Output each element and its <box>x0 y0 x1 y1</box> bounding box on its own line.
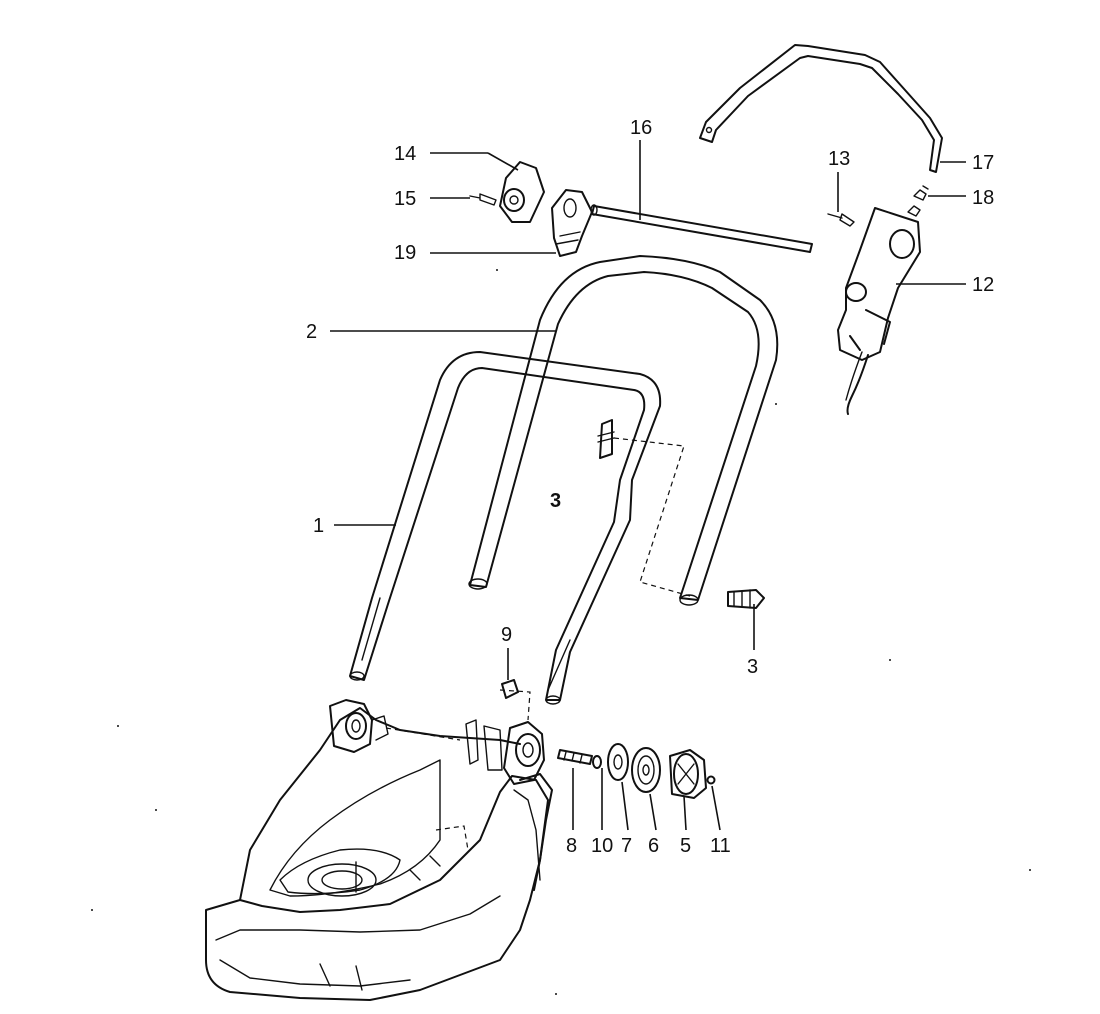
part-14-hinge-knob <box>499 161 545 223</box>
callout-17: 17 <box>972 152 994 174</box>
part-5-hub-cap <box>669 749 707 799</box>
part-11-screw <box>706 775 716 785</box>
callout-18: 18 <box>972 187 994 209</box>
part-7-disc <box>607 743 629 781</box>
callout-6: 6 <box>648 835 659 857</box>
left-axle-mount <box>329 699 389 753</box>
part-1-lower-handle <box>349 351 662 705</box>
callout-14: 14 <box>394 143 416 165</box>
part-2-upper-handle <box>468 255 779 606</box>
callout-labels: 14 15 19 16 13 17 18 12 2 1 3 3 9 8 10 7… <box>306 117 994 857</box>
right-axle-mount <box>465 719 545 785</box>
leader-lines <box>330 140 966 831</box>
callout-12: 12 <box>972 274 994 296</box>
scan-speckles <box>91 269 1031 995</box>
part-10-washer <box>592 755 602 769</box>
part-19-lever-bracket <box>551 189 593 257</box>
callout-1: 1 <box>313 515 324 537</box>
callout-15: 15 <box>394 188 416 210</box>
part-3-bolt-upper <box>597 419 691 597</box>
part-18-clip <box>913 185 929 201</box>
part-17-bail-handle <box>699 44 943 173</box>
callout-10: 10 <box>591 835 613 857</box>
part-16-rod <box>590 204 813 253</box>
part-8-pin <box>557 749 593 765</box>
callout-9: 9 <box>501 624 512 646</box>
part-13-screw <box>827 213 855 227</box>
callout-19: 19 <box>394 242 416 264</box>
callout-11: 11 <box>710 835 731 857</box>
part-9-plug <box>501 679 519 699</box>
part-3-bolt-lower <box>727 589 765 609</box>
part-12-switch-box <box>837 205 921 415</box>
callout-7: 7 <box>621 835 632 857</box>
axle-path <box>385 689 531 741</box>
part-15-screw <box>469 193 497 206</box>
part-6-bearing <box>631 747 661 793</box>
mower-deck <box>205 707 553 1001</box>
callout-13: 13 <box>828 148 850 170</box>
callout-5: 5 <box>680 835 691 857</box>
callout-8: 8 <box>566 835 577 857</box>
callout-3-screw: 3 <box>747 656 758 678</box>
callout-3-center: 3 <box>550 490 561 512</box>
callout-2: 2 <box>306 321 317 343</box>
callout-16: 16 <box>630 117 652 139</box>
